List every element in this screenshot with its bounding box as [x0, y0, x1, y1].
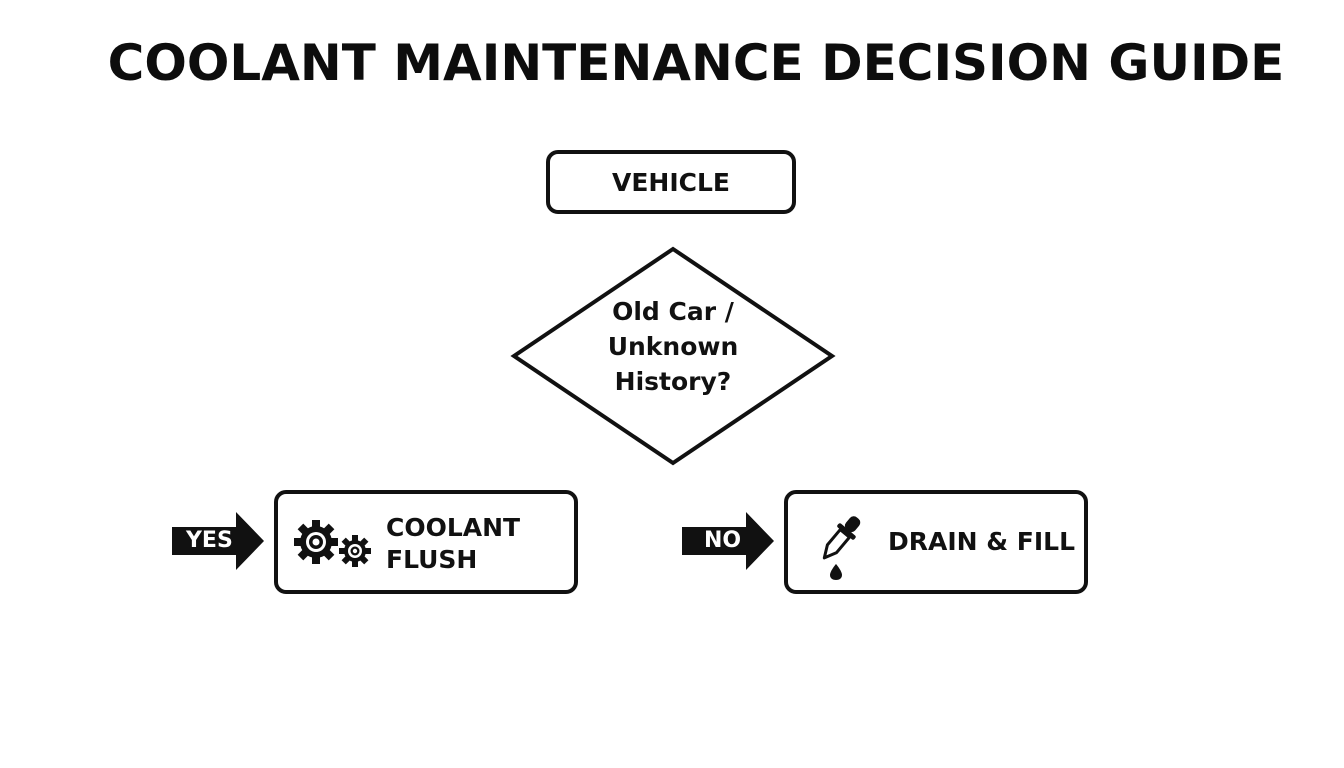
decision-diamond: Old Car / Unknown History? — [510, 246, 836, 466]
yes-arrow-shape — [172, 512, 264, 570]
diamond-shape — [510, 246, 836, 466]
drain-fill-label: DRAIN & FILL — [888, 527, 1076, 556]
drain-fill-node: DRAIN & FILL — [784, 490, 1088, 594]
no-arrow-shape — [682, 512, 774, 570]
page-title: COOLANT MAINTENANCE DECISION GUIDE — [107, 34, 1285, 92]
no-arrow-label: NO — [704, 528, 742, 553]
coolant-flush-node: COOLANT FLUSH — [274, 490, 578, 594]
decision-line-3: History? — [614, 367, 732, 396]
yes-arrow: YES — [172, 512, 264, 570]
decision-line-2: Unknown — [607, 332, 739, 361]
no-arrow: NO — [682, 512, 774, 570]
coolant-flush-line-2: FLUSH — [386, 545, 478, 574]
dropper-icon — [822, 516, 861, 580]
vehicle-node-label: VEHICLE — [611, 167, 730, 197]
vehicle-node: VEHICLE — [546, 150, 796, 214]
gears-icon — [294, 520, 371, 567]
coolant-flush-label: COOLANT FLUSH — [386, 512, 520, 576]
coolant-flush-line-1: COOLANT — [386, 513, 521, 542]
yes-arrow-label: YES — [186, 528, 233, 553]
decision-question: Old Car / Unknown History? — [570, 294, 776, 399]
decision-line-1: Old Car / — [612, 297, 734, 326]
